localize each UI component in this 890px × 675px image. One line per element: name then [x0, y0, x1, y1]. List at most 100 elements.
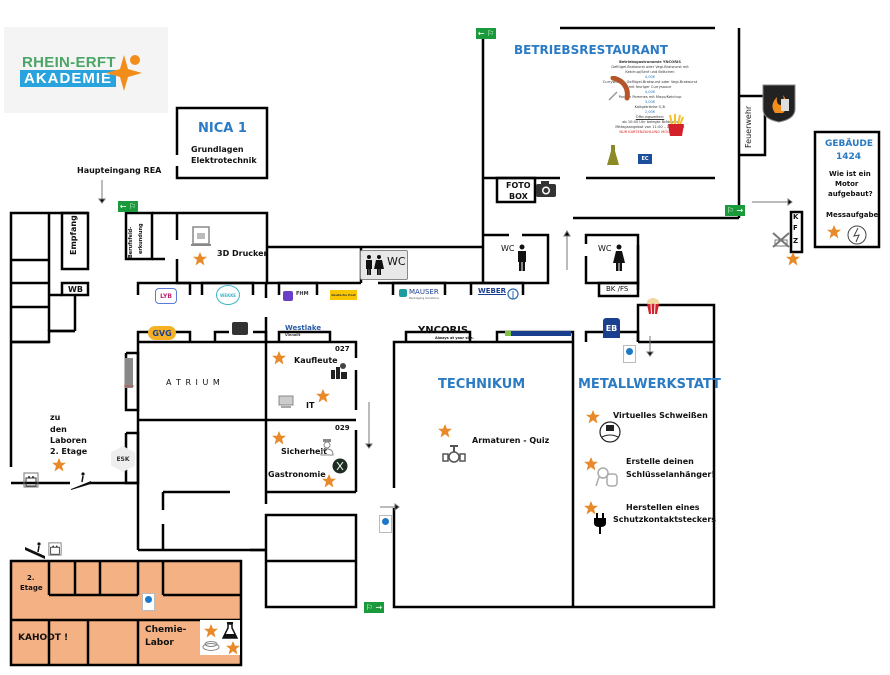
gebaeude-title-1: GEBÄUDE	[825, 139, 874, 149]
sponsor-wekke-logo: WEKKE	[216, 285, 240, 305]
menu-item: Kaltgetränke 0,3l	[634, 105, 666, 109]
metallwerkstatt-title: METALLWERKSTATT	[578, 377, 721, 392]
gebaeude-task: Messaufgabe	[826, 211, 879, 219]
fire-brigade-emblem-icon	[762, 84, 796, 123]
restaurant-title: BETRIEBSRESTAURANT	[514, 43, 668, 57]
wc-women-label: WC	[598, 244, 612, 253]
emergency-exit-sign: ⚐ →	[364, 602, 384, 613]
sponsor-esk-logo: ESK	[111, 446, 135, 472]
labs-label-3: Laboren	[50, 436, 87, 445]
menu-hours-1: ab 10:00 Uhr belegte Brötchen	[622, 120, 678, 124]
restaurant-menu: Betriebsgastronomie YNCORIS Geflügel-Bra…	[602, 60, 698, 135]
berufsfeld-label-2: erkundung	[138, 223, 144, 254]
nica-subtitle-2: Elektrotechnik	[191, 156, 257, 165]
menu-price: 4,00€	[644, 90, 656, 94]
logo-line-1: RHEIN-ERFT	[22, 54, 116, 71]
nica-title: NICA 1	[198, 121, 247, 136]
popcorn-icon	[647, 298, 659, 314]
welding-label: Virtuelles Schweißen	[613, 411, 708, 420]
room-029-number: 029	[335, 424, 350, 432]
menu-price: 2,00€	[644, 110, 656, 114]
menu-item: Currywurst – Geflügel-Bratwurst oder Veg…	[602, 80, 698, 89]
elevator-icon	[23, 472, 39, 488]
emergency-exit-sign: ⚐ →	[725, 205, 745, 216]
keychain-icon	[595, 467, 618, 487]
fotobox-label-2: BOX	[509, 192, 528, 201]
sponsor-yncoris-logo: YNCORIS	[418, 325, 469, 336]
main-entrance-label: Haupteingang REA	[77, 166, 162, 175]
safety-sign-icon	[623, 345, 636, 363]
wc-sign: WC	[360, 250, 408, 280]
gebaeude-title-2: 1424	[836, 152, 862, 162]
welding-icon	[599, 421, 621, 443]
wc-label: WC	[387, 255, 406, 268]
restroom-icon	[366, 255, 384, 275]
chemie-label-1: Chemie-	[145, 625, 187, 635]
sicherheit-label: Sicherheit	[281, 447, 327, 456]
labs-label-4: 2. Etage	[50, 447, 88, 456]
technikum-title: TECHNIKUM	[438, 377, 526, 392]
sponsor-green-logo	[505, 331, 571, 336]
electricity-icon	[847, 225, 867, 245]
sponsor-fhm-logo: FHM	[296, 291, 309, 297]
rhein-erft-akademie-logo: RHEIN-ERFT AKADEMIE	[4, 27, 168, 113]
kfz-letter: F	[793, 224, 798, 232]
weber-emblem-icon	[507, 288, 519, 300]
floor2-label-1: 2.	[27, 574, 35, 582]
menu-item: Portion Pommes mit Mayo/Ketchup	[618, 95, 682, 99]
labs-label-2: den	[50, 425, 67, 434]
business-icon	[331, 363, 347, 379]
sponsor-dark-logo	[232, 322, 248, 335]
keychain-label-2: Schlüsselanhänger!	[626, 470, 715, 479]
car-tools-icon	[772, 232, 790, 248]
chemie-label-2: Labor	[145, 638, 174, 648]
camera-icon	[536, 181, 556, 197]
menu-hours-2: Mittagsangebot von 11:00 – 13:30 Uhr	[615, 125, 685, 129]
valve-icon	[442, 445, 466, 463]
bk-fs-label: BK /FS	[606, 285, 629, 293]
sponsor-deutsche-post-logo: Deutsche Post	[330, 290, 357, 300]
cutlery-icon	[332, 458, 348, 474]
fries-icon	[668, 114, 684, 136]
emergency-exit-sign: ← ⚐	[118, 201, 138, 212]
kfz-letter: Z	[793, 237, 799, 245]
elevator-icon	[48, 542, 62, 556]
floor2-label-2: Etage	[20, 584, 43, 592]
sponsor-mauser-logo: MAUSER	[409, 288, 439, 296]
sponsor-mauser-tagline: Packaging Solutions	[409, 296, 439, 300]
gebaeude-question-1: Wie ist ein	[829, 170, 871, 178]
menu-heading: Betriebsgastronomie YNCORIS	[619, 60, 681, 64]
atrium-label: A T R I U M	[166, 378, 221, 387]
safety-sign-icon	[142, 593, 155, 611]
gastronomie-label: Gastronomie	[268, 470, 326, 479]
sponsor-lyb-logo: LYB	[155, 288, 177, 304]
kaufleute-label: Kaufleute	[294, 356, 338, 365]
berufsfeld-label-1: Berufsfeld-	[128, 226, 134, 258]
room-027-number: 027	[335, 345, 350, 353]
sponsor-mauser-icon	[399, 289, 407, 297]
sponsor-vertical-logo	[124, 358, 134, 388]
sponsor-yncoris-tagline: Always at your site.	[435, 336, 475, 340]
logo-star-icon	[106, 55, 142, 91]
sponsor-westlake-tagline: Vinnolit	[285, 333, 301, 337]
kahoot-label: KAHOOT !	[18, 633, 69, 643]
menu-hours-title: Öffnungszeiten:	[635, 115, 665, 119]
man-icon	[518, 244, 526, 271]
gebaeude-question-3: aufgebaut?	[828, 190, 873, 198]
fotobox-label-1: FOTO	[506, 181, 531, 190]
sponsor-eb-logo: EB	[603, 318, 620, 338]
oil-bottle-icon	[607, 145, 619, 165]
3d-printer-icon	[191, 226, 211, 246]
direction-arrows	[98, 180, 793, 511]
emergency-exit-sign: ← ⚐	[476, 28, 496, 39]
plug-label-1: Herstellen eines	[626, 503, 700, 512]
keychain-label-1: Erstelle deinen	[626, 457, 694, 466]
security-guard-icon	[320, 439, 334, 456]
computer-icon	[278, 395, 294, 408]
safety-sign-icon	[379, 515, 392, 533]
ec-card-icon: EC	[638, 154, 652, 164]
wc-men-label: WC	[501, 244, 515, 253]
sponsor-fhm-icon	[283, 291, 293, 301]
sausage-icon	[608, 76, 630, 101]
logo-line-2: AKADEMIE	[20, 70, 117, 87]
